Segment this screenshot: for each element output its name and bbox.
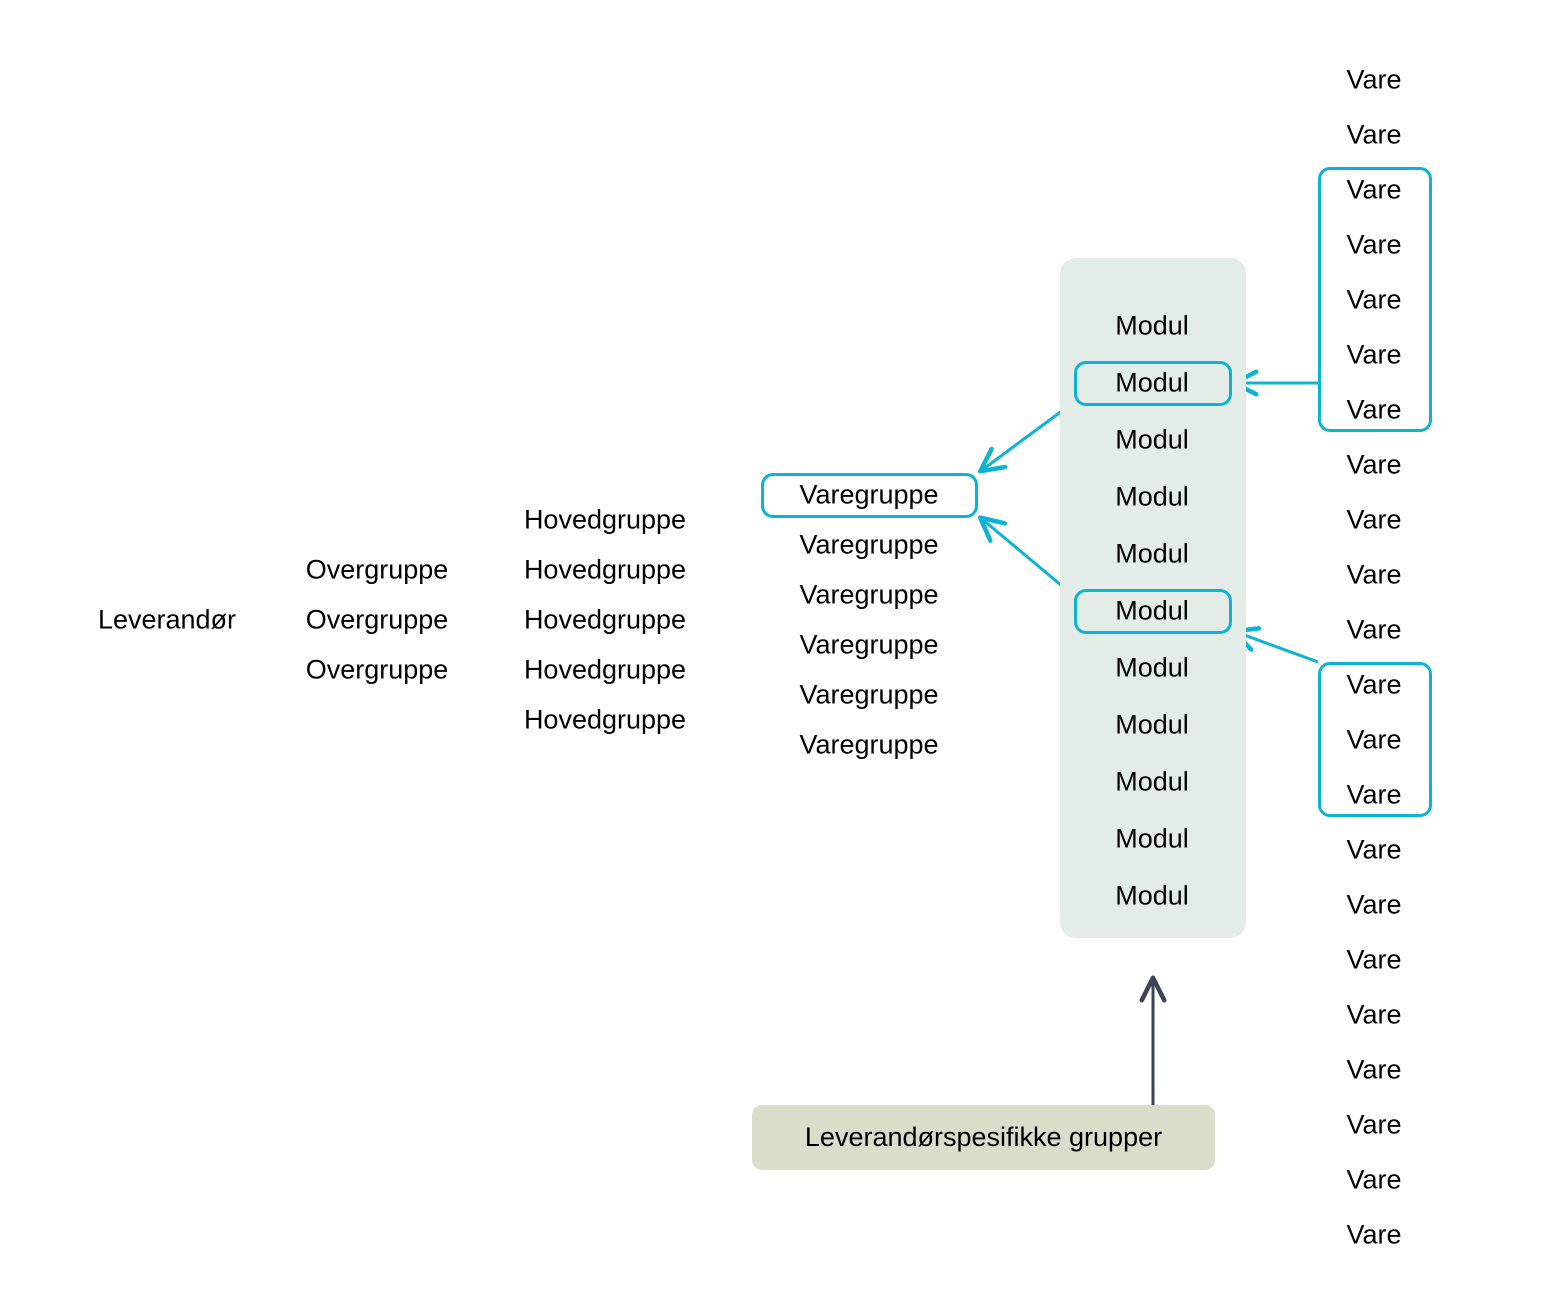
highlight-box-modul-bottom[interactable] [1074,589,1232,634]
node-vare-17[interactable]: Vare [1346,999,1402,1030]
node-varegruppe-2[interactable]: Varegruppe [799,579,939,610]
node-hovedgruppe-3[interactable]: Hovedgruppe [523,654,687,685]
node-vare-4[interactable]: Vare [1346,284,1402,315]
node-vare-19[interactable]: Vare [1346,1109,1402,1140]
node-vare-2[interactable]: Vare [1346,174,1402,205]
node-modul-9[interactable]: Modul [1115,823,1189,854]
node-vare-13[interactable]: Vare [1346,779,1402,810]
highlight-box-varegruppe[interactable] [761,473,978,518]
node-varegruppe-3[interactable]: Varegruppe [799,629,939,660]
node-overgruppe-2[interactable]: Overgruppe [305,654,449,685]
module-panel [1060,258,1246,938]
node-varegruppe-1[interactable]: Varegruppe [799,529,939,560]
node-overgruppe-0[interactable]: Overgruppe [305,554,449,585]
connector-vare-group-b-to-modul [1231,626,1319,664]
node-vare-8[interactable]: Vare [1346,504,1402,535]
node-hovedgruppe-1[interactable]: Hovedgruppe [523,554,687,585]
node-leverandor-0[interactable]: Leverandør [97,604,237,635]
node-vare-3[interactable]: Vare [1346,229,1402,260]
node-overgruppe-1[interactable]: Overgruppe [305,604,449,635]
node-vare-10[interactable]: Vare [1346,614,1402,645]
node-vare-21[interactable]: Vare [1346,1219,1402,1250]
node-vare-6[interactable]: Vare [1346,394,1402,425]
node-vare-1[interactable]: Vare [1346,119,1402,150]
node-modul-8[interactable]: Modul [1115,766,1189,797]
node-vare-12[interactable]: Vare [1346,724,1402,755]
node-modul-4[interactable]: Modul [1115,538,1189,569]
node-modul-7[interactable]: Modul [1115,709,1189,740]
node-vare-9[interactable]: Vare [1346,559,1402,590]
node-varegruppe-0[interactable]: Varegruppe [799,479,939,510]
node-vare-14[interactable]: Vare [1346,834,1402,865]
highlight-box-vare-group-b[interactable] [1318,662,1432,817]
node-vare-15[interactable]: Vare [1346,889,1402,920]
highlight-box-vare-group-a[interactable] [1318,167,1432,432]
node-hovedgruppe-0[interactable]: Hovedgruppe [523,504,687,535]
node-varegruppe-4[interactable]: Varegruppe [799,679,939,710]
node-varegruppe-5[interactable]: Varegruppe [799,729,939,760]
supplier-specific-groups-box[interactable]: Leverandørspesifikke grupper [752,1105,1215,1170]
node-vare-20[interactable]: Vare [1346,1164,1402,1195]
node-vare-18[interactable]: Vare [1346,1054,1402,1085]
node-modul-5[interactable]: Modul [1115,595,1189,626]
node-vare-16[interactable]: Vare [1346,944,1402,975]
node-modul-0[interactable]: Modul [1115,310,1189,341]
supplier-specific-groups-label: Leverandørspesifikke grupper [804,1122,1163,1152]
node-modul-2[interactable]: Modul [1115,424,1189,455]
node-vare-0[interactable]: Vare [1346,64,1402,95]
node-modul-3[interactable]: Modul [1115,481,1189,512]
node-hovedgruppe-2[interactable]: Hovedgruppe [523,604,687,635]
node-modul-6[interactable]: Modul [1115,652,1189,683]
node-modul-1[interactable]: Modul [1115,367,1189,398]
node-vare-7[interactable]: Vare [1346,449,1402,480]
highlight-box-modul-top[interactable] [1074,361,1232,406]
node-vare-5[interactable]: Vare [1346,339,1402,370]
node-modul-10[interactable]: Modul [1115,880,1189,911]
node-vare-11[interactable]: Vare [1346,669,1402,700]
node-hovedgruppe-4[interactable]: Hovedgruppe [523,704,687,735]
